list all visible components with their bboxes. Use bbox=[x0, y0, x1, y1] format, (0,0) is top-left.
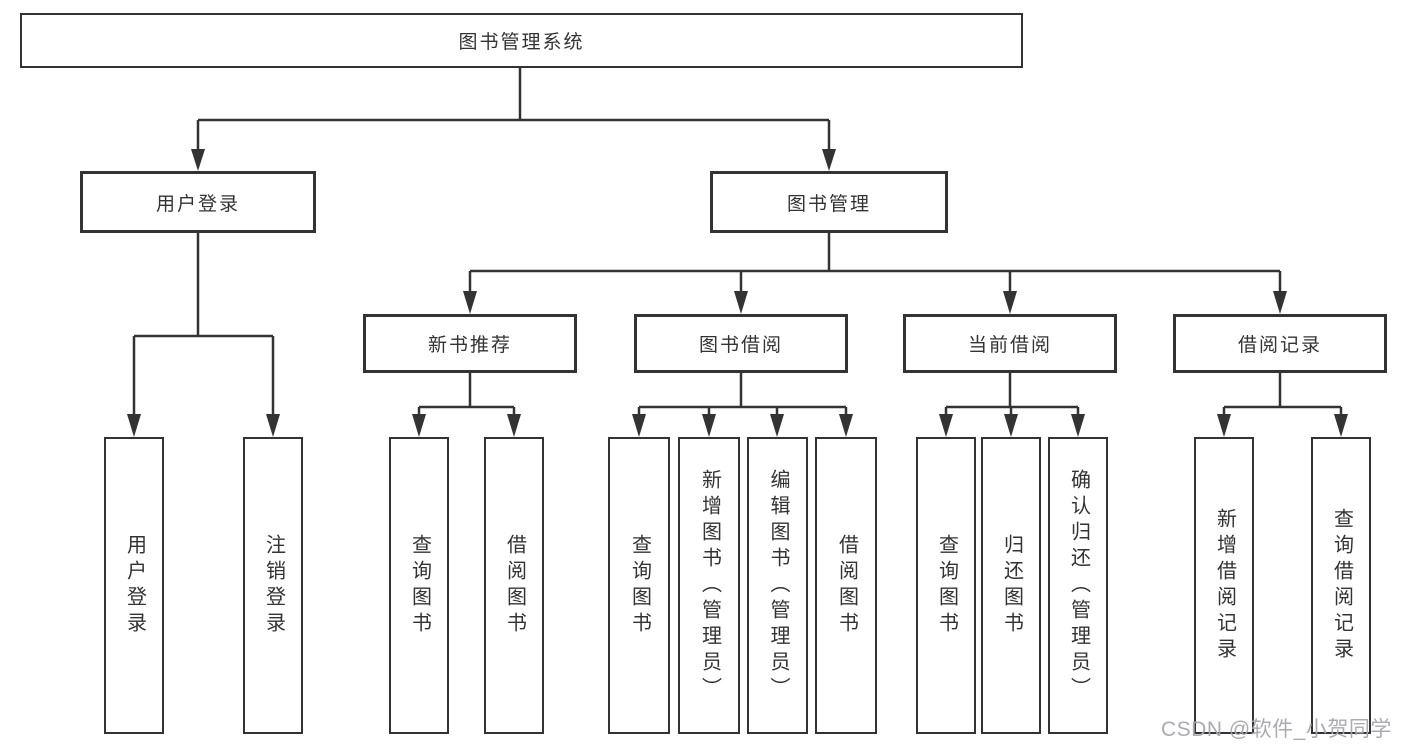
leaf-borrowing-edit-books: 编辑图书（管理员） bbox=[747, 437, 808, 734]
arrowhead bbox=[1004, 414, 1018, 437]
node-root-label: 图书管理系统 bbox=[458, 32, 585, 53]
node-book-borrowing-label: 图书借阅 bbox=[698, 335, 783, 356]
leaf-records-add-record: 新增借阅记录 bbox=[1194, 437, 1254, 734]
arrowhead bbox=[1003, 291, 1017, 314]
arrowhead bbox=[839, 414, 853, 437]
arrowhead bbox=[127, 414, 141, 437]
leaf-user-login: 用户登录 bbox=[104, 437, 164, 734]
leaf-records-query-record-label: 查询借阅记录 bbox=[1330, 507, 1353, 664]
leaf-borrowing-query-books: 查询图书 bbox=[608, 437, 670, 734]
node-book-management: 图书管理 bbox=[710, 171, 948, 233]
leaf-recommend-query-books: 查询图书 bbox=[389, 437, 449, 734]
edge-root-to-level2 bbox=[191, 67, 836, 171]
leaf-recommend-borrow-books: 借阅图书 bbox=[484, 437, 544, 734]
leaf-current-return-books-label: 归还图书 bbox=[1000, 533, 1023, 638]
node-book-borrowing: 图书借阅 bbox=[634, 314, 848, 373]
leaf-recommend-query-books-label: 查询图书 bbox=[408, 533, 431, 638]
leaf-borrowing-borrow-books-label: 借阅图书 bbox=[835, 533, 858, 638]
leaf-recommend-borrow-books-label: 借阅图书 bbox=[503, 533, 526, 638]
node-borrowing-records: 借阅记录 bbox=[1173, 314, 1387, 373]
arrowhead bbox=[191, 149, 205, 171]
arrowhead bbox=[507, 414, 521, 437]
arrowhead bbox=[632, 414, 646, 437]
arrowhead bbox=[822, 149, 836, 171]
leaf-records-add-record-label: 新增借阅记录 bbox=[1213, 507, 1236, 664]
arrowhead bbox=[1273, 291, 1287, 314]
node-current-borrowing: 当前借阅 bbox=[903, 314, 1117, 373]
leaf-current-confirm-return: 确认归还（管理员） bbox=[1048, 437, 1108, 734]
arrowhead bbox=[1217, 414, 1231, 437]
leaf-logout-label: 注销登录 bbox=[262, 533, 285, 638]
leaf-current-query-books-label: 查询图书 bbox=[935, 533, 958, 638]
arrowhead bbox=[702, 414, 716, 437]
arrowhead bbox=[266, 414, 280, 437]
edge-current-to-leaves bbox=[939, 373, 1085, 437]
leaf-borrowing-borrow-books: 借阅图书 bbox=[815, 437, 877, 734]
leaf-borrowing-add-books: 新增图书（管理员） bbox=[678, 437, 740, 734]
arrowhead bbox=[939, 414, 953, 437]
arrowhead bbox=[1334, 414, 1348, 437]
edge-recommend-to-leaves bbox=[412, 373, 521, 437]
leaf-borrowing-add-books-label: 新增图书（管理员） bbox=[698, 468, 721, 703]
edge-records-to-leaves bbox=[1217, 373, 1348, 437]
arrowhead bbox=[734, 291, 748, 314]
edge-borrowing-to-leaves bbox=[632, 373, 853, 437]
arrowhead bbox=[1071, 414, 1085, 437]
node-book-management-label: 图书管理 bbox=[786, 193, 871, 215]
leaf-borrowing-query-books-label: 查询图书 bbox=[628, 533, 651, 638]
edge-book-management-to-level3 bbox=[463, 232, 1287, 314]
node-borrowing-records-label: 借阅记录 bbox=[1237, 335, 1322, 356]
arrowhead bbox=[412, 414, 426, 437]
node-user-login: 用户登录 bbox=[80, 171, 316, 233]
node-new-book-recommend: 新书推荐 bbox=[363, 314, 577, 373]
node-root: 图书管理系统 bbox=[20, 13, 1023, 68]
leaf-user-login-label: 用户登录 bbox=[123, 533, 146, 638]
leaf-logout: 注销登录 bbox=[243, 437, 303, 734]
leaf-current-query-books: 查询图书 bbox=[916, 437, 976, 734]
arrowhead bbox=[770, 414, 784, 437]
leaf-current-return-books: 归还图书 bbox=[981, 437, 1041, 734]
leaf-borrowing-edit-books-label: 编辑图书（管理员） bbox=[767, 468, 789, 703]
watermark: CSDN @软件_小贺同学 bbox=[1161, 718, 1392, 741]
edge-user-login-to-leaves bbox=[127, 232, 280, 437]
leaf-current-confirm-return-label: 确认归还（管理员） bbox=[1067, 468, 1090, 703]
leaf-records-query-record: 查询借阅记录 bbox=[1311, 437, 1371, 734]
node-current-borrowing-label: 当前借阅 bbox=[967, 335, 1052, 356]
node-new-book-recommend-label: 新书推荐 bbox=[427, 335, 512, 356]
arrowhead bbox=[463, 291, 477, 314]
node-user-login-label: 用户登录 bbox=[155, 193, 240, 215]
